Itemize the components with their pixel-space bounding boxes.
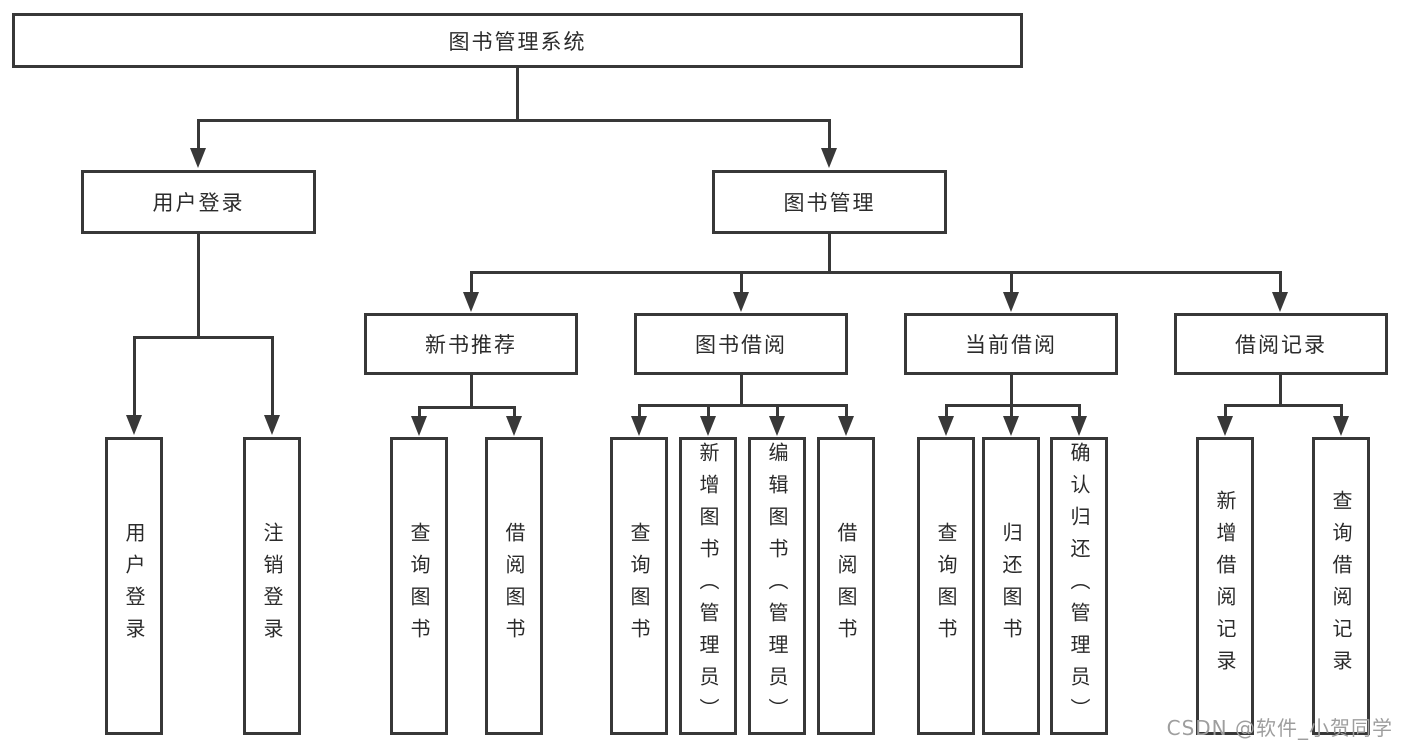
- connector-line: [197, 119, 200, 151]
- connector-line: [1279, 375, 1282, 406]
- arrow-down-icon: [264, 415, 280, 435]
- arrow-down-icon: [1272, 292, 1288, 312]
- node-root: 图书管理系统: [12, 13, 1023, 68]
- connector-line: [197, 119, 831, 122]
- node-borrowing-records-label: 借阅记录: [1235, 333, 1327, 357]
- leaf-user-login-label: 用户登录: [122, 522, 146, 650]
- leaf-query-books-borrowing-label: 查询图书: [627, 522, 651, 650]
- connector-line: [1010, 375, 1013, 406]
- connector-line: [707, 404, 710, 420]
- node-book-management-label: 图书管理: [783, 191, 876, 215]
- leaf-query-books-current-label: 查询图书: [934, 522, 958, 650]
- leaf-logout-label: 注销登录: [260, 522, 284, 650]
- leaf-query-books-current: 查询图书: [917, 437, 975, 735]
- node-book-borrowing: 图书借阅: [634, 313, 848, 375]
- leaf-user-login: 用户登录: [105, 437, 163, 735]
- arrow-down-icon: [821, 148, 837, 168]
- arrow-down-icon: [1217, 416, 1233, 436]
- connector-line: [470, 375, 473, 408]
- connector-line: [945, 404, 948, 420]
- node-root-label: 图书管理系统: [448, 29, 587, 54]
- connector-line: [1078, 404, 1081, 420]
- arrow-down-icon: [190, 148, 206, 168]
- node-current-borrowing: 当前借阅: [904, 313, 1118, 375]
- leaf-borrow-books-recommend: 借阅图书: [485, 437, 543, 735]
- leaf-confirm-return-admin-label: 确认归还（管理员）: [1067, 442, 1091, 730]
- node-new-book-recommend-label: 新书推荐: [425, 333, 517, 357]
- arrow-down-icon: [126, 415, 142, 435]
- leaf-query-borrow-record-label: 查询借阅记录: [1329, 490, 1353, 682]
- leaf-edit-book-admin-label: 编辑图书（管理员）: [765, 442, 789, 730]
- leaf-add-borrow-record: 新增借阅记录: [1196, 437, 1254, 735]
- leaf-query-books-recommend-label: 查询图书: [407, 522, 431, 650]
- connector-line: [271, 336, 274, 418]
- connector-line: [418, 406, 421, 420]
- arrow-down-icon: [631, 416, 647, 436]
- arrow-down-icon: [1003, 416, 1019, 436]
- connector-line: [638, 404, 847, 407]
- node-book-management: 图书管理: [712, 170, 947, 234]
- connector-line: [845, 404, 848, 420]
- arrow-down-icon: [769, 416, 785, 436]
- connector-line: [1224, 404, 1343, 407]
- connector-line: [470, 271, 1282, 274]
- leaf-borrow-books-borrowing-label: 借阅图书: [834, 522, 858, 650]
- connector-line: [513, 406, 516, 420]
- leaf-confirm-return-admin: 确认归还（管理员）: [1050, 437, 1108, 735]
- arrow-down-icon: [506, 416, 522, 436]
- arrow-down-icon: [463, 292, 479, 312]
- arrow-down-icon: [1333, 416, 1349, 436]
- connector-line: [516, 68, 519, 121]
- connector-line: [828, 234, 831, 273]
- arrow-down-icon: [733, 292, 749, 312]
- leaf-logout: 注销登录: [243, 437, 301, 735]
- leaf-borrow-books-borrowing: 借阅图书: [817, 437, 875, 735]
- leaf-query-borrow-record: 查询借阅记录: [1312, 437, 1370, 735]
- connector-line: [1010, 404, 1013, 420]
- node-user-login-label: 用户登录: [152, 191, 245, 215]
- connector-line: [197, 234, 200, 338]
- connector-line: [945, 404, 1081, 407]
- leaf-add-book-admin-label: 新增图书（管理员）: [696, 442, 720, 730]
- leaf-edit-book-admin: 编辑图书（管理员）: [748, 437, 806, 735]
- leaf-return-book: 归还图书: [982, 437, 1040, 735]
- connector-line: [470, 271, 473, 297]
- arrow-down-icon: [1071, 416, 1087, 436]
- watermark: CSDN @软件_小贺同学: [1166, 716, 1393, 740]
- leaf-borrow-books-recommend-label: 借阅图书: [502, 522, 526, 650]
- node-book-borrowing-label: 图书借阅: [695, 333, 787, 357]
- connector-line: [828, 119, 831, 151]
- leaf-add-borrow-record-label: 新增借阅记录: [1213, 490, 1237, 682]
- arrow-down-icon: [938, 416, 954, 436]
- connector-line: [1224, 404, 1227, 420]
- connector-line: [133, 336, 136, 418]
- node-borrowing-records: 借阅记录: [1174, 313, 1388, 375]
- arrow-down-icon: [411, 416, 427, 436]
- arrow-down-icon: [700, 416, 716, 436]
- connector-line: [133, 336, 274, 339]
- leaf-add-book-admin: 新增图书（管理员）: [679, 437, 737, 735]
- connector-line: [1279, 271, 1282, 297]
- node-user-login: 用户登录: [81, 170, 316, 234]
- connector-line: [638, 404, 641, 420]
- connector-line: [740, 375, 743, 406]
- connector-line: [740, 271, 743, 297]
- leaf-return-book-label: 归还图书: [999, 522, 1023, 650]
- leaf-query-books-recommend: 查询图书: [390, 437, 448, 735]
- connector-line: [1340, 404, 1343, 420]
- node-current-borrowing-label: 当前借阅: [965, 333, 1057, 357]
- arrow-down-icon: [838, 416, 854, 436]
- leaf-query-books-borrowing: 查询图书: [610, 437, 668, 735]
- connector-line: [1010, 271, 1013, 297]
- node-new-book-recommend: 新书推荐: [364, 313, 578, 375]
- arrow-down-icon: [1003, 292, 1019, 312]
- connector-line: [776, 404, 779, 420]
- connector-line: [418, 406, 516, 409]
